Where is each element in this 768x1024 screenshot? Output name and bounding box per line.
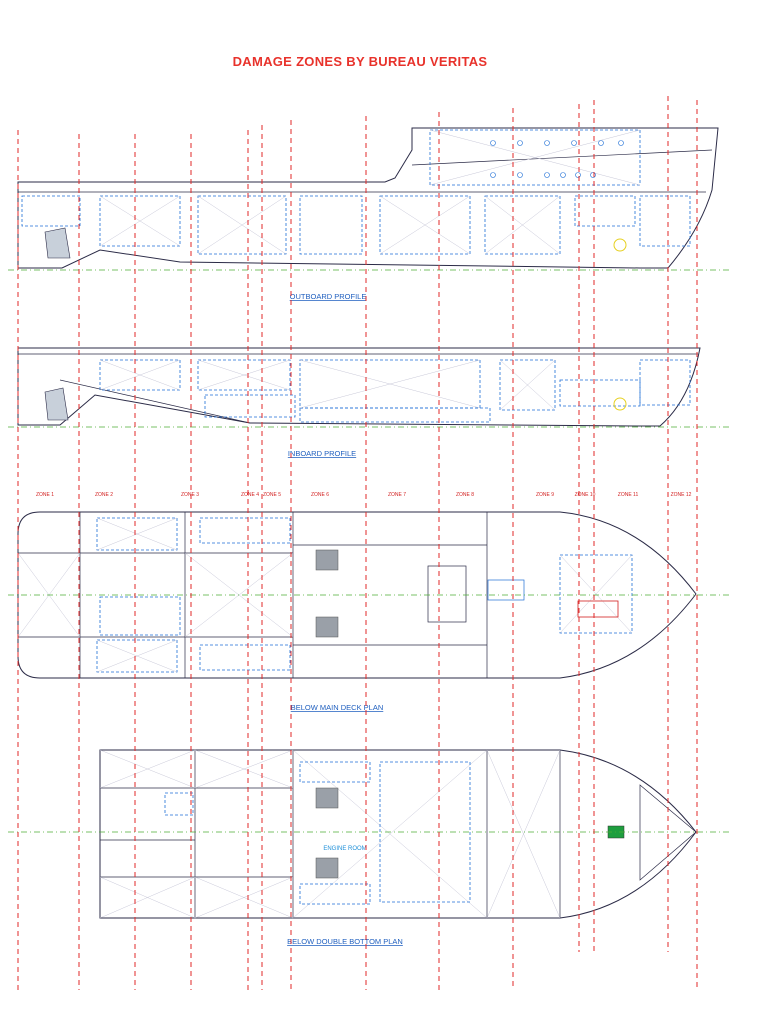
main-deck-caption: BELOW MAIN DECK PLAN [291, 703, 384, 712]
outboard-yellow-circle [613, 238, 627, 252]
zone-label: ZONE 11 [618, 492, 639, 498]
inboard-yellow-circle [613, 397, 627, 411]
drawing-title: DAMAGE ZONES BY BUREAU VERITAS [233, 54, 488, 69]
zone-label: ZONE 3 [181, 492, 199, 498]
inboard-compartment [499, 359, 556, 411]
main-engine-icons [315, 549, 339, 638]
main-deck-fore-compartment [559, 554, 633, 634]
double-bottom-tank [299, 883, 371, 905]
inboard-compartment [639, 359, 691, 406]
zone-label-row: ZONE 1 ZONE 2 ZONE 3 ZONE 4 ZONE 5 ZONE … [36, 492, 692, 498]
main-deck-tank [99, 596, 181, 636]
zone-lines [17, 96, 698, 990]
outboard-compartment [639, 195, 691, 247]
inboard-compartment [99, 359, 181, 391]
inboard-profile: INBOARD PROFILE [8, 347, 730, 458]
main-deck-tank [96, 517, 178, 551]
zone-label: ZONE 4 [241, 492, 259, 498]
double-bottom-hatching [99, 749, 561, 919]
outboard-compartment [299, 195, 363, 255]
zone-label: ZONE 1 [36, 492, 54, 498]
double-bottom-plan: ENGINE ROOM BELOW DOUBLE BOTTOM PLAN [8, 749, 730, 946]
engine-port-icon [315, 787, 339, 809]
inboard-hull-outline [17, 347, 701, 427]
zone-label: ZONE 8 [456, 492, 474, 498]
outboard-compartment [379, 195, 471, 255]
outboard-caption: OUTBOARD PROFILE [290, 292, 367, 301]
outboard-hatching [99, 129, 641, 255]
outboard-compartment [21, 195, 81, 227]
double-bottom-tank [164, 792, 194, 816]
outboard-compartment [574, 195, 636, 227]
main-deck-stair [487, 579, 525, 601]
inboard-rudder [44, 387, 69, 421]
main-engine-port-icon [315, 549, 339, 571]
main-deck-tank [199, 517, 291, 544]
outboard-profile: OUTBOARD PROFILE [8, 127, 730, 301]
outboard-portholes [490, 140, 624, 178]
main-engine-stbd-icon [315, 616, 339, 638]
inboard-shaft-line [59, 379, 251, 424]
inboard-caption: INBOARD PROFILE [288, 449, 356, 458]
main-deck-plan: BELOW MAIN DECK PLAN [8, 511, 730, 712]
double-bottom-tank [299, 761, 371, 783]
zone-label: ZONE 9 [536, 492, 554, 498]
main-deck-tank [199, 644, 291, 671]
outboard-upper-deck-line [411, 149, 713, 166]
inboard-compartment [197, 359, 291, 391]
outboard-deckhouse [429, 129, 641, 186]
double-bottom-caption: BELOW DOUBLE BOTTOM PLAN [287, 937, 403, 946]
main-deck-tank [96, 639, 178, 673]
inboard-double-bottom [299, 407, 491, 423]
zone-label: ZONE 12 [671, 492, 692, 498]
zone-label: ZONE 7 [388, 492, 406, 498]
main-deck-thruster [577, 600, 619, 618]
double-bottom-hull-outline [99, 749, 697, 919]
main-deck-hull-outline [17, 511, 697, 679]
double-bottom-tank [379, 761, 471, 903]
outboard-hull-outline [17, 127, 719, 269]
inboard-compartment [559, 379, 641, 407]
engine-room-label: ENGINE ROOM [323, 846, 366, 852]
inboard-hatching [99, 359, 556, 411]
outboard-compartment [99, 195, 181, 247]
engine-stbd-icon [315, 857, 339, 879]
zone-label: ZONE 10 [575, 492, 596, 498]
outboard-rudder [44, 227, 71, 259]
outboard-compartment [197, 195, 287, 255]
main-deck-casing [427, 565, 467, 623]
zone-label: ZONE 5 [263, 492, 281, 498]
outboard-compartment [484, 195, 561, 255]
zone-label: ZONE 6 [311, 492, 329, 498]
inboard-compartment [204, 394, 296, 418]
zone-label: ZONE 2 [95, 492, 113, 498]
double-bottom-engines [315, 787, 339, 879]
